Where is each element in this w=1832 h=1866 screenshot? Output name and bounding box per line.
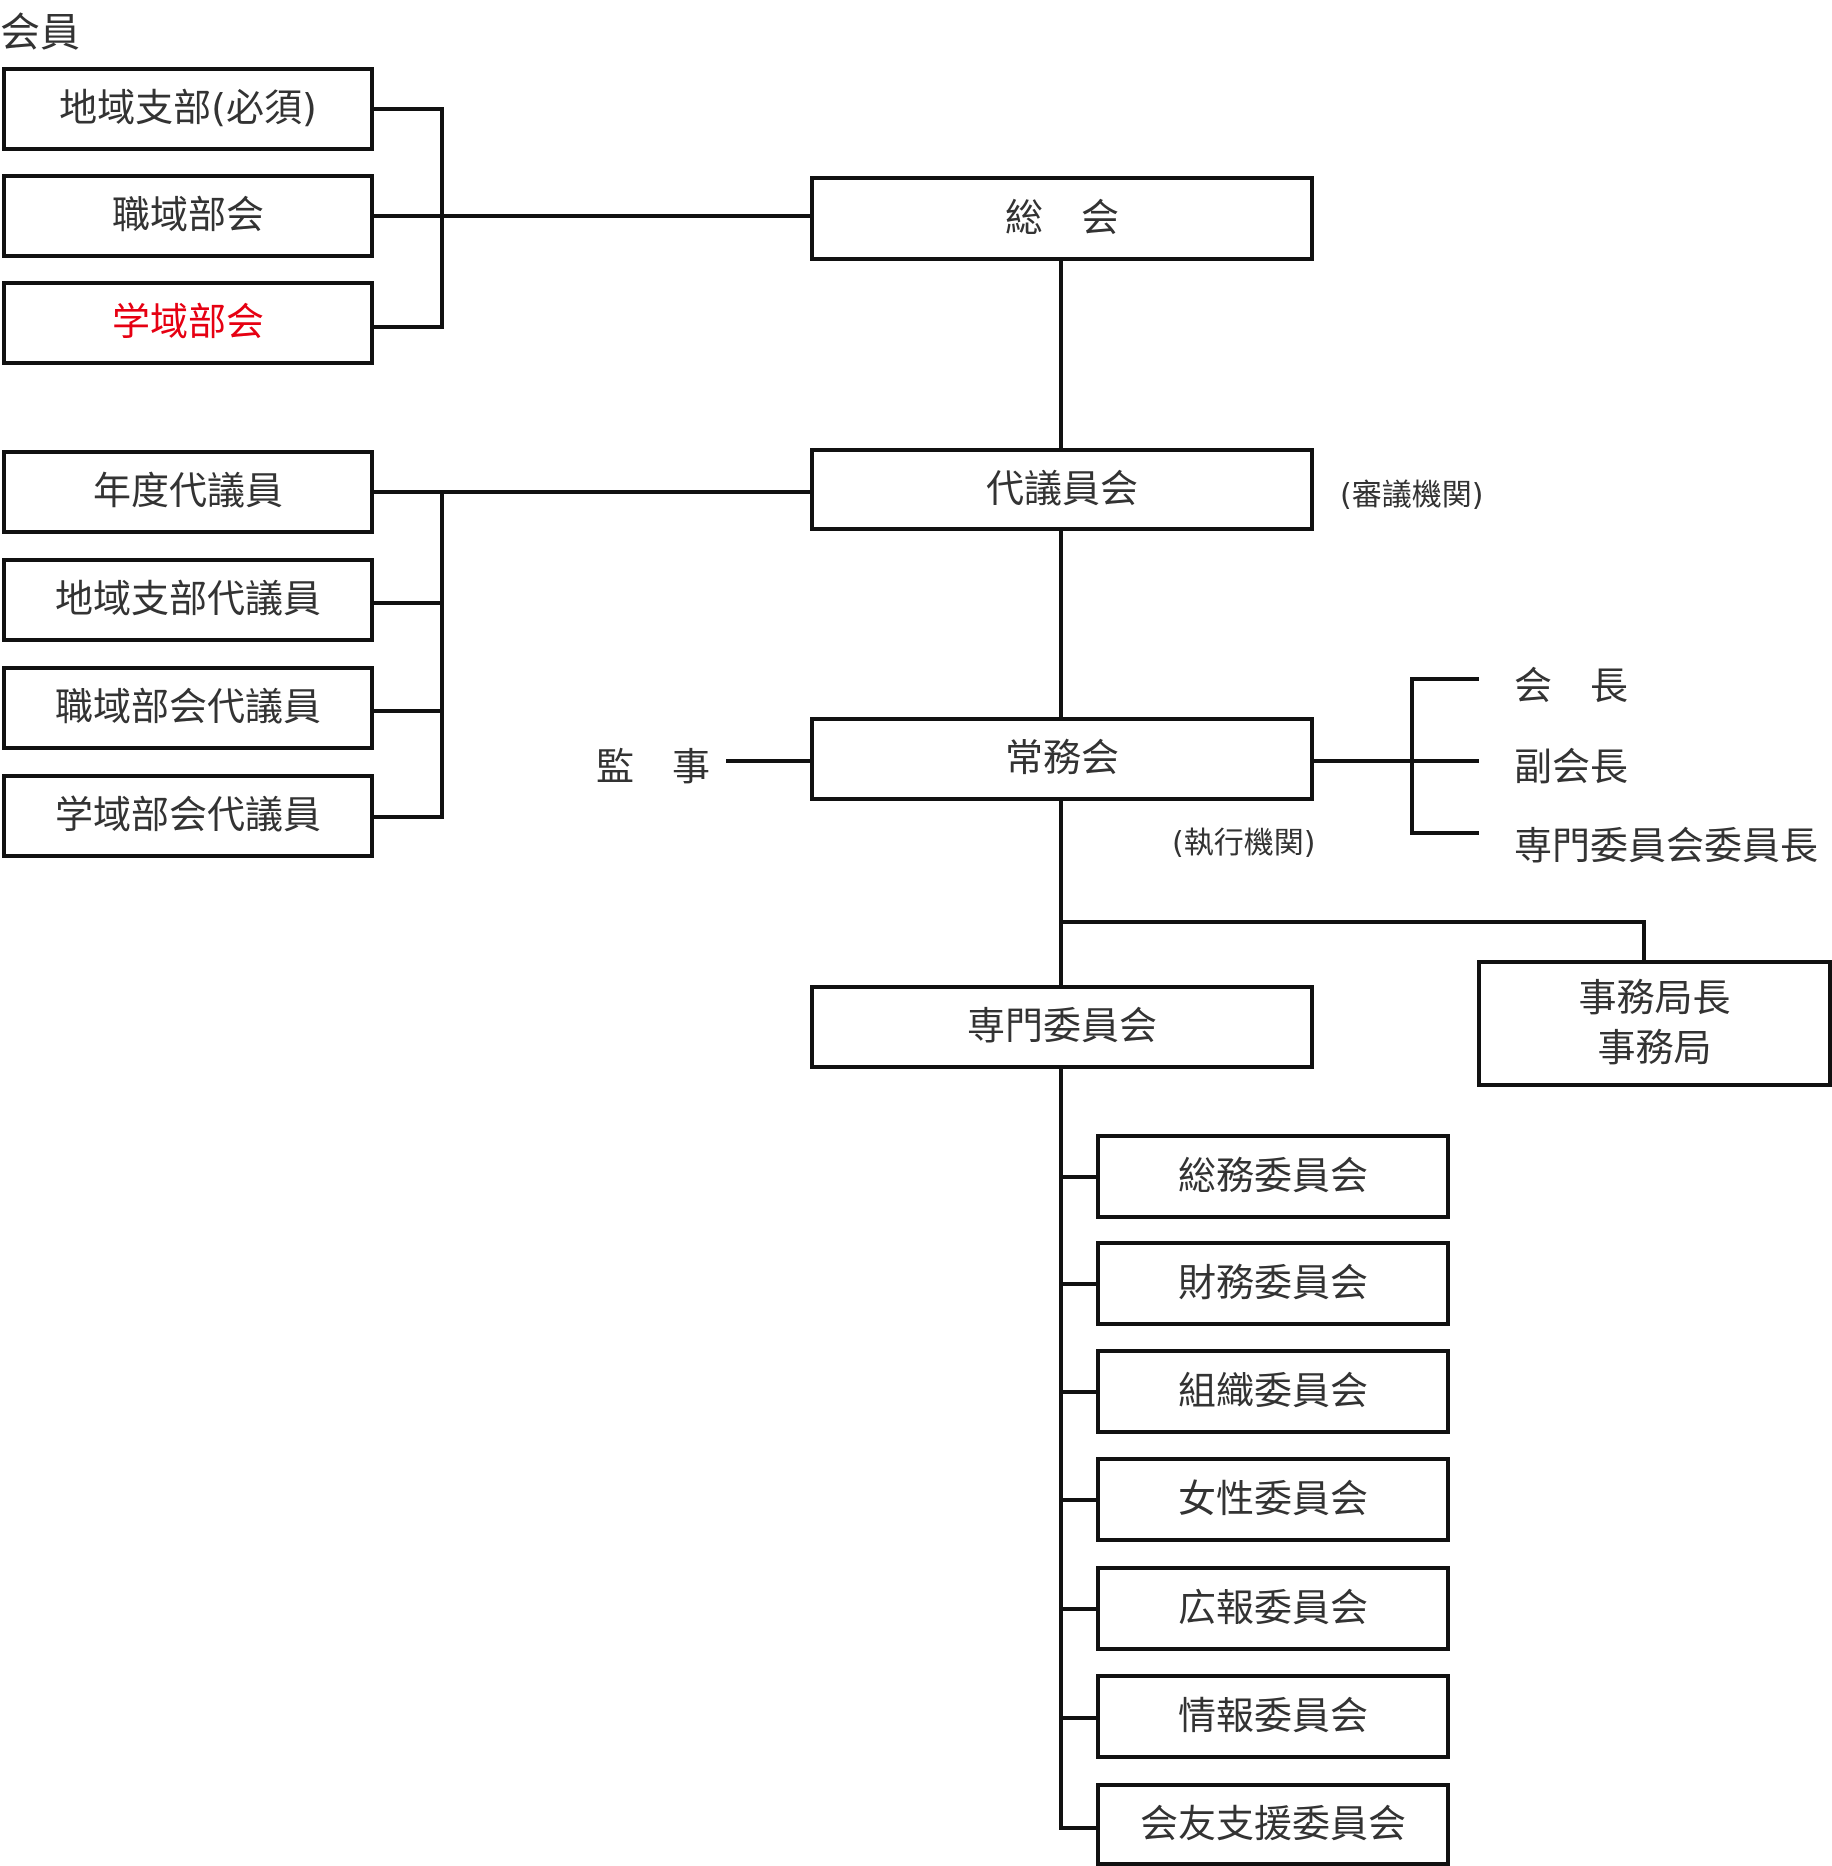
box-jimukyoku: 事務局長 事務局 <box>1477 960 1832 1087</box>
box-committee-zaimu: 財務委員会 <box>1096 1241 1450 1326</box>
box-committee-kaiyu-shien: 会友支援委員会 <box>1096 1783 1450 1866</box>
box-committee-kouhou: 広報委員会 <box>1096 1566 1450 1651</box>
jimukyoku-connector <box>1059 920 1646 962</box>
box-committee-josei: 女性委員会 <box>1096 1457 1450 1542</box>
box-committee-soumu: 総務委員会 <box>1096 1134 1450 1219</box>
joumukai-note: (執行機関) <box>1172 826 1316 861</box>
officer-kaicho: 会 長 <box>1514 664 1629 708</box>
box-chiiki-daigiin: 地域支部代議員 <box>2 558 374 642</box>
box-committee-jouhou: 情報委員会 <box>1096 1674 1450 1759</box>
box-gakuiki-daigiin: 学域部会代議員 <box>2 774 374 858</box>
daigiinkai-note: (審議機関) <box>1340 478 1484 513</box>
box-committee-soshiki: 組織委員会 <box>1096 1349 1450 1434</box>
box-joumukai: 常務会 <box>810 717 1314 801</box>
box-chiiki-shibu: 地域支部(必須) <box>2 67 374 151</box>
box-shokuiki-daigiin: 職域部会代議員 <box>2 666 374 750</box>
box-senmon-iinkai: 専門委員会 <box>810 985 1314 1069</box>
members-title: 会員 <box>0 10 80 56</box>
delegates-bracket <box>372 490 444 819</box>
box-shokuiki-bukai: 職域部会 <box>2 174 374 258</box>
committees-spine <box>1059 1067 1098 1830</box>
officer-fukukaicho: 副会長 <box>1514 745 1629 789</box>
box-nendo-daigiin: 年度代議員 <box>2 450 374 534</box>
officer-iincho: 専門委員会委員長 <box>1514 824 1819 868</box>
officers-bracket <box>1410 677 1479 835</box>
box-daigiinkai: 代議員会 <box>810 448 1314 531</box>
box-gakuiki-bukai: 学域部会 <box>2 281 374 365</box>
box-soukai: 総 会 <box>810 176 1314 261</box>
kanji-label: 監 事 <box>596 745 711 789</box>
